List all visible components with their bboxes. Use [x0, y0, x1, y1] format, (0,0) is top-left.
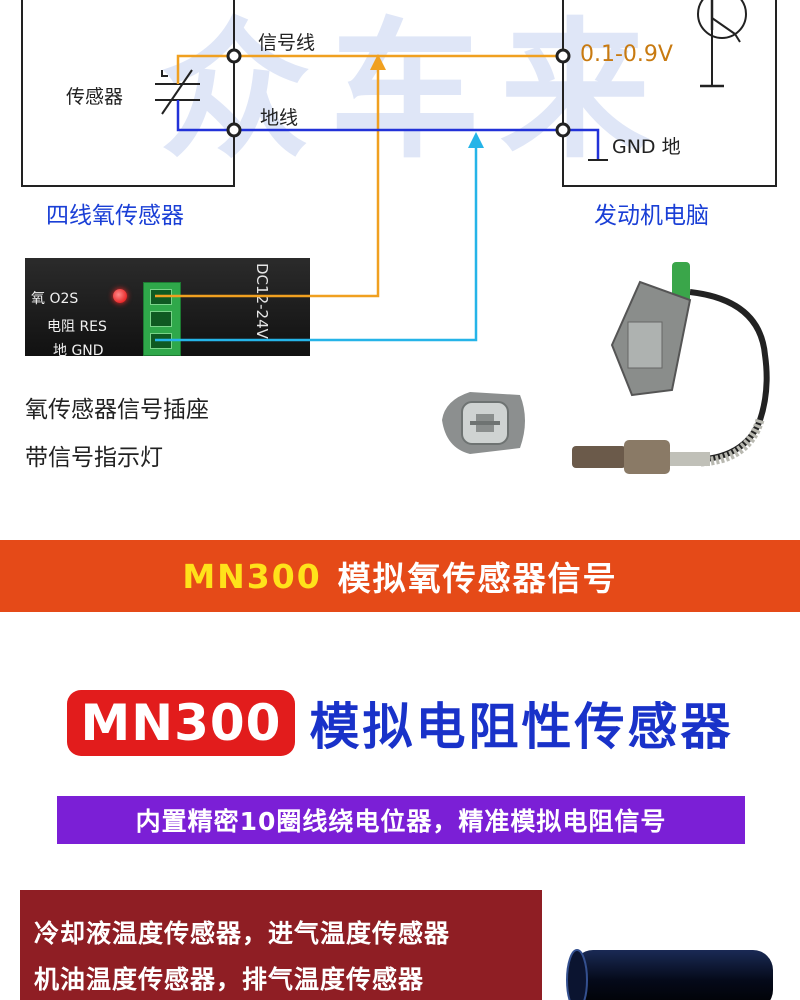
gnd-label: GND 地 — [612, 136, 681, 158]
banner-o2-signal: MN300 模拟氧传感器信号 — [0, 540, 800, 612]
right-box-title: 发动机电脑 — [594, 203, 709, 229]
model-badge: MN300 — [66, 690, 296, 756]
signal-wire — [176, 54, 563, 84]
sensor-label: 传感器 — [66, 86, 124, 108]
signal-arrow-icon — [370, 54, 386, 70]
banner-text: 模拟氧传感器信号 — [337, 559, 618, 598]
banner-model: MN300 — [182, 556, 322, 596]
caption-line-1: 氧传感器信号插座 — [25, 397, 209, 423]
watermark: 众车来 — [160, 5, 671, 179]
o2-connector-plug-icon — [442, 392, 525, 454]
terminal-dot — [555, 48, 571, 64]
signal-wire-module — [155, 60, 380, 298]
caption-line-2: 带信号指示灯 — [25, 445, 163, 471]
ground-wire-label: 地线 — [260, 107, 299, 129]
diagram-lines — [21, 0, 777, 474]
ground-wire-module — [155, 138, 478, 342]
power-label: DC12-24V — [253, 263, 271, 339]
voltage-label: 0.1-0.9V — [580, 42, 673, 67]
sensor-line-2: 机油温度传感器，排气温度传感器 — [34, 965, 425, 994]
sensor-line-1: 冷却液温度传感器，进气温度传感器 — [34, 919, 451, 948]
signal-wire-label: 信号线 — [258, 32, 316, 54]
wiring-diagram: 众车来 — [21, 0, 777, 474]
terminal-slot[interactable] — [150, 311, 172, 327]
resistive-sensor-title: MN300 模拟电阻性传感器 — [0, 683, 800, 763]
potentiometer-device-icon — [566, 949, 773, 1000]
ground-wire — [176, 100, 600, 160]
sensor-list-panel: 冷却液温度传感器，进气温度传感器 机油温度传感器，排气温度传感器 — [20, 890, 542, 1000]
o2s-label: 氧 O2S — [31, 291, 79, 307]
title-text: 模拟电阻性传感器 — [309, 698, 734, 756]
oxygen-sensor-icon — [572, 262, 770, 474]
left-box-title: 四线氧传感器 — [46, 203, 184, 229]
feature-banner: 内置精密10圈线绕电位器，精准模拟电阻信号 — [57, 796, 745, 844]
ground-arrow-icon — [468, 132, 484, 148]
terminal-dot — [226, 48, 242, 64]
signal-led-icon — [113, 289, 127, 303]
gnd-terminal-label: 地 GND — [53, 343, 104, 359]
res-label: 电阻 RES — [47, 319, 107, 335]
terminal-dot — [226, 122, 242, 138]
right-box-outline — [562, 0, 777, 187]
terminal-dot — [555, 122, 571, 138]
left-box-outline — [21, 0, 235, 187]
transistor-icon — [697, 0, 747, 88]
